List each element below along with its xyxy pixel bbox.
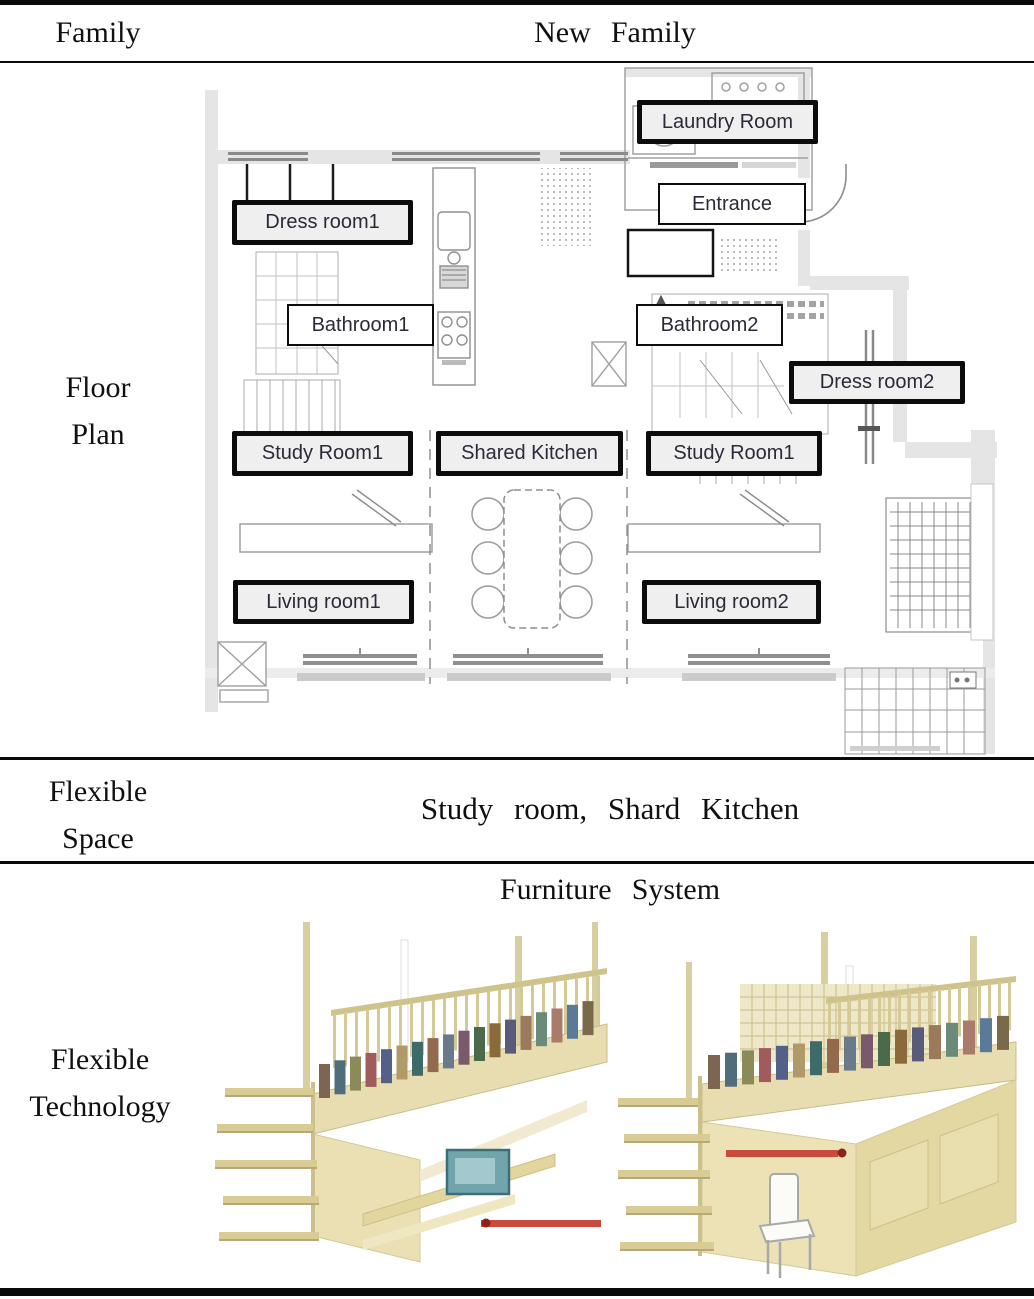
row-label-line: Floor (65, 371, 131, 404)
plan-label-bathroom1: Bathroom1 (287, 304, 434, 346)
ladder-icon (618, 1098, 714, 1251)
stairs-icon (243, 379, 341, 439)
stove-icon (437, 311, 471, 365)
kitchen-hatch-floor (540, 168, 595, 246)
flexible-space-value: Study room, Shard Kitchen (190, 760, 1030, 858)
ladder-rail (698, 1076, 702, 1256)
posts (303, 922, 598, 1092)
desk-board-lower (363, 1194, 515, 1250)
row-label-line: Technology (29, 1090, 171, 1123)
floor-plan-drawing (205, 67, 997, 755)
side-panel-inset (869, 1139, 929, 1231)
row-label-line: Plan (71, 418, 125, 451)
table-top-border (0, 0, 1034, 5)
railing-top-rail (331, 968, 607, 1016)
flexible-space-value-text: Study room, Shard Kitchen (420, 791, 800, 826)
plan-label-laundry-room: Laundry Room (637, 100, 818, 144)
table-bottom-border (0, 1288, 1034, 1296)
furniture-system-title: Furniture System (190, 870, 1030, 910)
balcony-grid-icon (844, 667, 986, 755)
mat-grid-icon (885, 497, 979, 633)
rule-under-header (0, 61, 1034, 63)
furniture-right-illustration (618, 932, 1017, 1278)
furniture-system-title-text: Furniture System (499, 873, 721, 906)
header-cell-family: Family (0, 5, 196, 61)
row-label-line: Space (62, 822, 134, 855)
kitchen-counter (432, 167, 476, 386)
ladder-icon (215, 1088, 319, 1241)
window-icon (297, 648, 836, 681)
chair-icon (758, 1173, 816, 1278)
dining-table-icon (471, 489, 593, 629)
entry-hatch-floor (718, 236, 780, 274)
row-label-floor-plan: Floor Plan (0, 364, 196, 458)
header-new-family-text: New Family (534, 16, 696, 49)
header-cell-new-family: New Family (196, 5, 1034, 61)
rule-above-flexible-technology (0, 861, 1034, 864)
mat-side-band (970, 483, 994, 641)
side-panel-inset (939, 1113, 999, 1205)
plan-label-dress-room1: Dress room1 (232, 200, 413, 245)
entry-closet (626, 228, 715, 278)
plan-label-dress-room2: Dress room2 (789, 361, 965, 404)
books-row (319, 1001, 594, 1098)
plan-label-study-room1-left: Study Room1 (232, 431, 413, 476)
tv-icon (445, 1148, 511, 1196)
books-row (708, 1015, 1009, 1089)
furniture-left-illustration (215, 922, 608, 1263)
rule-above-flexible-space (0, 757, 1034, 760)
row-label-line: Flexible (50, 1043, 150, 1076)
door-arc-icon (799, 164, 847, 223)
window-icon (228, 152, 628, 161)
plan-label-shared-kitchen: Shared Kitchen (436, 431, 623, 476)
row-label-flexible-technology: Flexible Technology (0, 1036, 200, 1130)
flexible-technology-cell: Furniture System (0, 864, 1034, 1288)
sink-icon (437, 211, 471, 289)
x-box-icon (217, 341, 627, 703)
plan-label-living-room2: Living room2 (642, 580, 821, 624)
red-rail-icon (481, 1218, 601, 1228)
row-label-line: Flexible (48, 775, 148, 808)
walls (205, 68, 997, 754)
plan-label-living-room1: Living room1 (233, 580, 414, 624)
zone-dashed-lines (429, 430, 628, 684)
study-desks (239, 489, 821, 553)
plan-label-study-room1-right: Study Room1 (646, 431, 822, 476)
railing-top-rail (826, 976, 1016, 1004)
row-label-flexible-space: Flexible Space (0, 768, 196, 862)
plan-label-bathroom2: Bathroom2 (636, 304, 783, 346)
red-rail-icon (726, 1148, 847, 1158)
header-family-text: Family (55, 16, 141, 49)
plan-label-entrance: Entrance (658, 183, 806, 225)
railing-icon (828, 980, 1011, 1052)
floor-plan-cell: Laundry Room Entrance Dress room1 Bathro… (0, 64, 1034, 757)
